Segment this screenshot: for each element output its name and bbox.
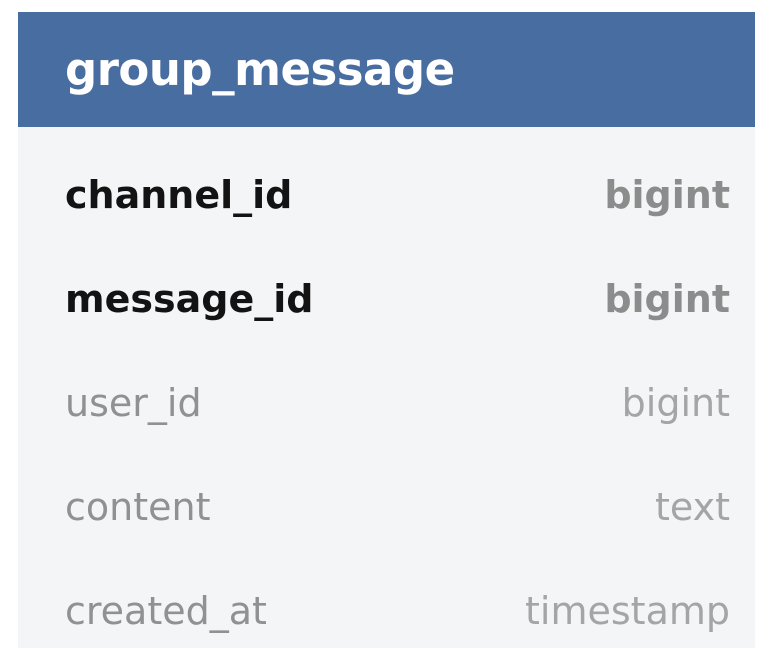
attribute-name: channel_id bbox=[65, 173, 293, 217]
attribute-type: timestamp bbox=[525, 589, 730, 633]
attribute-name: user_id bbox=[65, 381, 202, 425]
attribute-name: content bbox=[65, 485, 211, 529]
attribute-type: bigint bbox=[604, 277, 730, 321]
entity-table-name: group_message bbox=[65, 43, 455, 96]
attribute-type: bigint bbox=[621, 381, 730, 425]
attribute-row[interactable]: created_at timestamp bbox=[18, 559, 755, 648]
attribute-type: bigint bbox=[604, 173, 730, 217]
attribute-name: created_at bbox=[65, 589, 267, 633]
attribute-row[interactable]: content text bbox=[18, 455, 755, 559]
attribute-type: text bbox=[655, 485, 730, 529]
entity-table-header: group_message bbox=[18, 12, 755, 127]
attribute-name: message_id bbox=[65, 277, 314, 321]
attribute-row[interactable]: user_id bigint bbox=[18, 351, 755, 455]
attribute-row[interactable]: message_id bigint bbox=[18, 247, 755, 351]
attribute-row[interactable]: channel_id bigint bbox=[18, 143, 755, 247]
